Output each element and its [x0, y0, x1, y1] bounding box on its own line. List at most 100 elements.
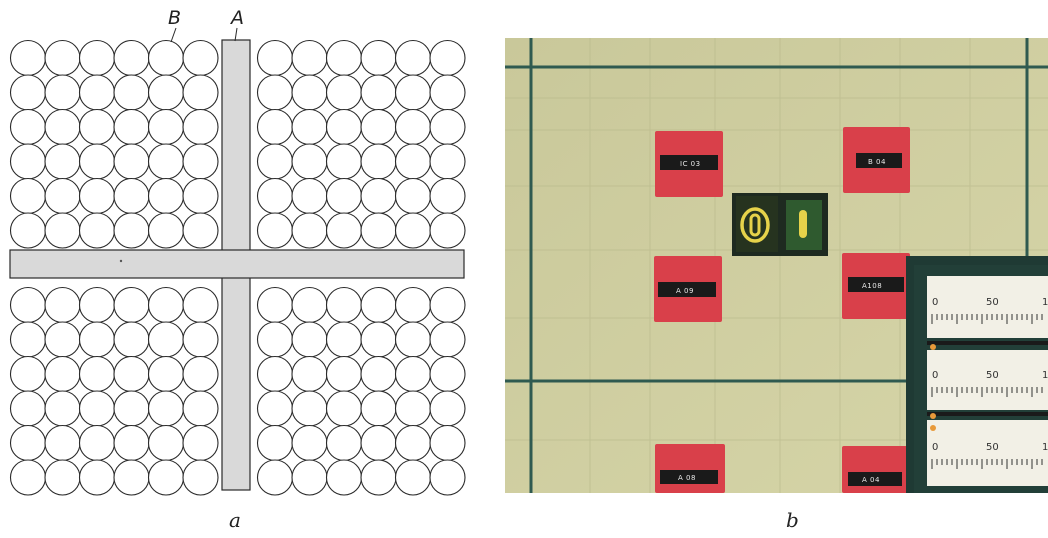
circle	[183, 179, 218, 214]
circle	[327, 322, 362, 357]
indicator-ic03: IC 03	[655, 131, 723, 197]
bar-intersection	[223, 251, 249, 277]
svg-text:50: 50	[986, 297, 999, 308]
caption-b: b	[786, 508, 799, 532]
circle	[327, 460, 362, 495]
svg-text:A 08: A 08	[678, 474, 696, 482]
circle	[183, 391, 218, 426]
circle	[327, 288, 362, 323]
circle	[80, 288, 115, 323]
circle	[292, 213, 327, 248]
circle	[11, 460, 46, 495]
circle	[292, 391, 327, 426]
circle	[430, 391, 465, 426]
circle	[327, 110, 362, 145]
label-a: A	[229, 7, 244, 29]
circle	[430, 41, 465, 76]
circle	[80, 75, 115, 110]
svg-text:1: 1	[1042, 297, 1048, 308]
circle	[361, 213, 396, 248]
circle	[149, 41, 184, 76]
circle	[80, 41, 115, 76]
circle	[292, 426, 327, 461]
circle	[114, 41, 149, 76]
circle	[361, 460, 396, 495]
circle	[149, 322, 184, 357]
circle	[45, 179, 80, 214]
circle	[149, 110, 184, 145]
circle	[11, 75, 46, 110]
circle	[258, 213, 293, 248]
circle	[361, 322, 396, 357]
circle	[45, 426, 80, 461]
svg-text:1: 1	[1042, 442, 1048, 453]
circle	[396, 179, 431, 214]
circle	[80, 179, 115, 214]
circle	[183, 213, 218, 248]
circle	[149, 213, 184, 248]
circle	[80, 144, 115, 179]
svg-text:0: 0	[932, 370, 938, 381]
circle	[114, 75, 149, 110]
circle	[80, 426, 115, 461]
circle	[183, 322, 218, 357]
circle	[149, 426, 184, 461]
circle	[11, 322, 46, 357]
circle	[45, 391, 80, 426]
circle	[292, 179, 327, 214]
circle	[430, 144, 465, 179]
circle	[45, 460, 80, 495]
circle	[430, 460, 465, 495]
circle	[258, 288, 293, 323]
circle	[80, 110, 115, 145]
control-panel-photo: IC 03 B 04 A 09 A108 A 08 A 04	[500, 0, 1048, 500]
svg-text:0: 0	[932, 442, 938, 453]
circle	[80, 460, 115, 495]
meter-marker	[930, 425, 936, 431]
circle	[149, 75, 184, 110]
circle-grid-diagram: B A	[0, 0, 480, 510]
circle	[396, 41, 431, 76]
circle	[45, 41, 80, 76]
meter-block: 0 50 1 0 50 1 0 50 1	[906, 256, 1048, 493]
svg-text:A 04: A 04	[862, 476, 880, 484]
circle	[327, 179, 362, 214]
circle	[114, 357, 149, 392]
meter-marker	[930, 413, 936, 419]
meter-2: 0 50 1	[927, 350, 1048, 414]
svg-text:B 04: B 04	[868, 158, 886, 166]
circle	[292, 460, 327, 495]
circle	[292, 110, 327, 145]
circle	[396, 110, 431, 145]
circle	[183, 288, 218, 323]
circle	[11, 426, 46, 461]
circle	[114, 144, 149, 179]
circle	[396, 322, 431, 357]
indicator-a08: A 08	[655, 444, 725, 493]
speck	[120, 260, 122, 262]
circle	[45, 110, 80, 145]
circle	[149, 288, 184, 323]
circle	[11, 41, 46, 76]
circle	[258, 357, 293, 392]
circle	[361, 391, 396, 426]
circle	[361, 179, 396, 214]
lamp-module	[732, 193, 828, 256]
panel-a: B A a	[0, 0, 480, 538]
circle	[45, 75, 80, 110]
circle	[396, 144, 431, 179]
indicator-a04: A 04	[842, 446, 908, 493]
circle	[396, 426, 431, 461]
circle	[11, 357, 46, 392]
circle	[80, 391, 115, 426]
circle	[396, 288, 431, 323]
circle	[430, 179, 465, 214]
circle	[361, 357, 396, 392]
circle	[11, 288, 46, 323]
circle	[11, 179, 46, 214]
circle	[396, 391, 431, 426]
circle	[327, 144, 362, 179]
circle	[114, 391, 149, 426]
circle	[327, 357, 362, 392]
circle	[149, 179, 184, 214]
